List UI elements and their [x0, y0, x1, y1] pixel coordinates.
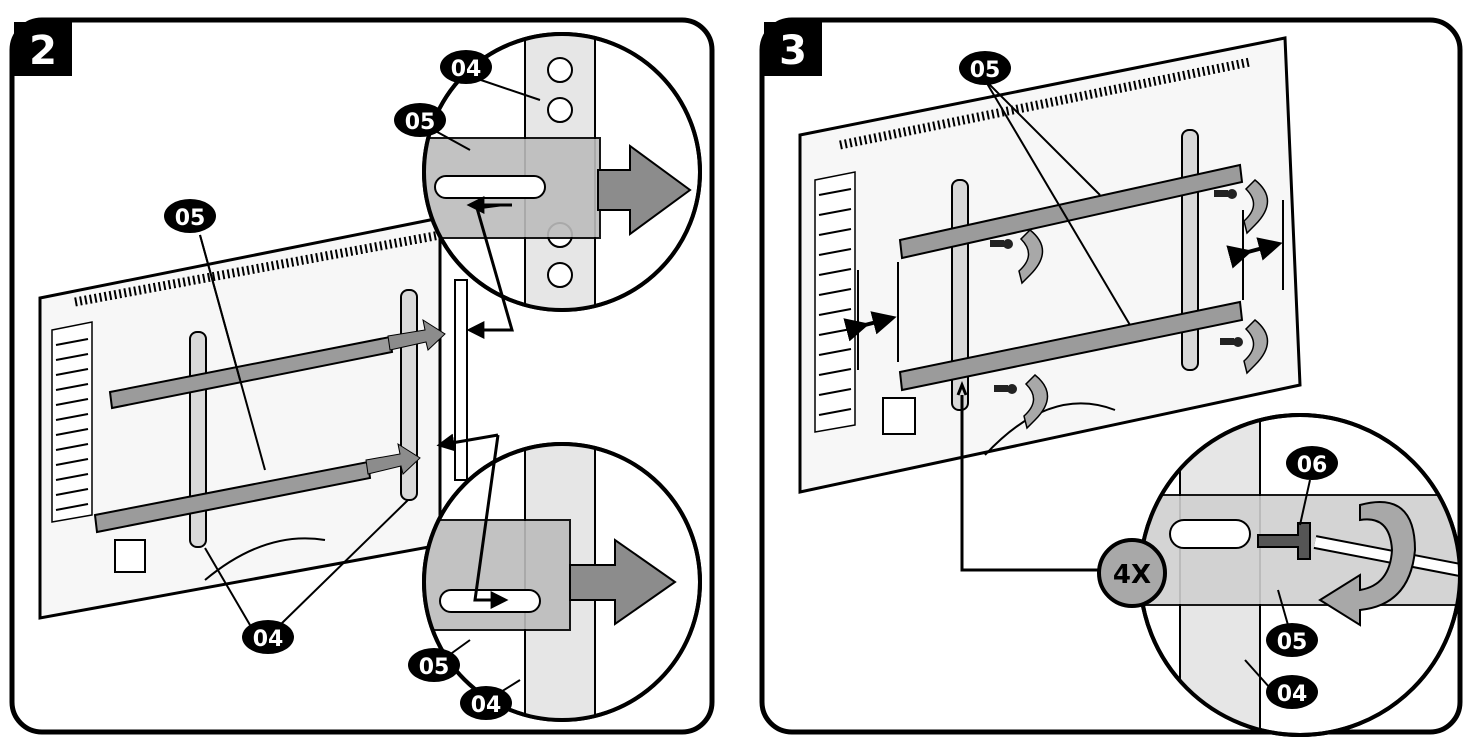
wall-brackets: [93, 335, 394, 534]
svg-text:05: 05: [175, 206, 206, 231]
svg-text:05: 05: [1277, 630, 1308, 655]
screws: [990, 189, 1243, 394]
svg-text:05: 05: [405, 110, 436, 135]
callout-zoom-bottom-bracket: 05: [408, 648, 460, 682]
callout-uprights: 04: [242, 620, 294, 654]
spacing-arrows: [843, 200, 1284, 370]
step-number: 3: [779, 28, 807, 74]
svg-text:06: 06: [1297, 453, 1328, 478]
svg-text:04: 04: [471, 693, 502, 718]
step-number: 2: [29, 28, 57, 74]
slide-arrows: [365, 318, 446, 475]
callout-zoom-upright: 04: [1266, 675, 1318, 709]
callout-brackets: 05: [164, 199, 216, 233]
panel-step-2: 2: [9, 17, 715, 735]
callout-zoom-top-upright: 04: [440, 50, 492, 84]
zoom-screw-detail: [1138, 413, 1462, 737]
callout-zoom-top-bracket: 05: [394, 103, 446, 137]
svg-text:05: 05: [419, 655, 450, 680]
screw-rotation-arrows: [1018, 178, 1269, 430]
wall-brackets: [898, 163, 1244, 392]
svg-text:04: 04: [1277, 682, 1308, 707]
svg-text:4X: 4X: [1113, 560, 1151, 590]
panel-step-3: 3: [759, 17, 1463, 737]
svg-text:04: 04: [253, 627, 284, 652]
zoom-bottom-detail: [422, 433, 702, 722]
callout-zoom-bracket: 05: [1266, 623, 1318, 657]
svg-text:04: 04: [451, 57, 482, 82]
quantity-badge: 4X: [1097, 538, 1167, 608]
svg-text:05: 05: [970, 58, 1001, 83]
zoom-top-detail: [422, 32, 702, 339]
callout-zoom-bottom-upright: 04: [460, 686, 512, 720]
callout-brackets: 05: [959, 51, 1011, 85]
callout-screw: 06: [1286, 446, 1338, 480]
